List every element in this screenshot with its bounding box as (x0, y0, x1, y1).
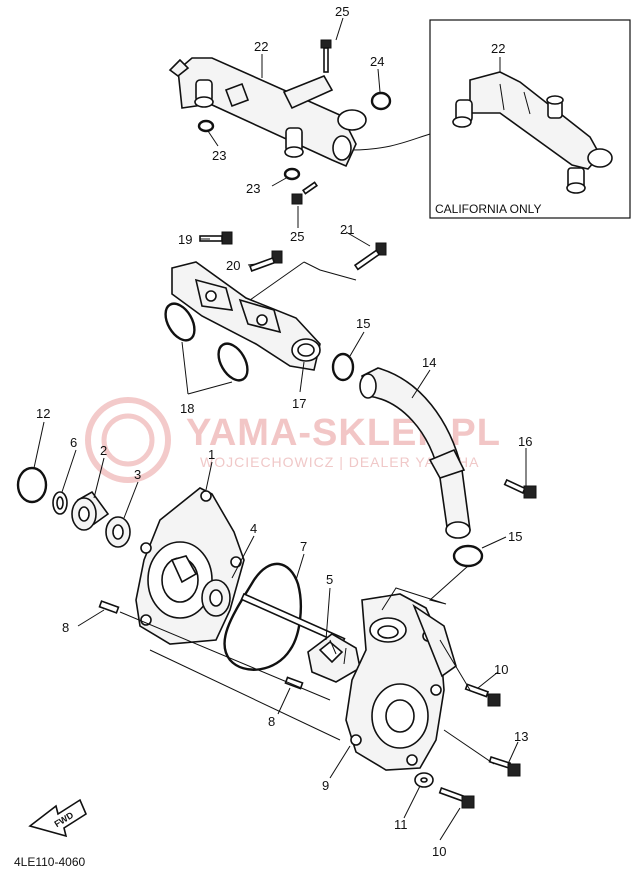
dowel-pin-8-a (98, 600, 120, 614)
callout-1: 1 (208, 447, 215, 462)
inset-pipe-part (452, 71, 613, 194)
water-hose-14 (359, 367, 471, 539)
callout-15-upper: 15 (356, 316, 370, 331)
impeller-shaft-5 (240, 592, 361, 683)
fwd-arrow-icon: FWD (28, 798, 88, 838)
callout-8-b: 8 (268, 714, 275, 729)
callout-21: 21 (340, 222, 354, 237)
water-pipe-17 (171, 261, 321, 371)
circlip-6 (52, 491, 68, 515)
bolt-21 (353, 242, 387, 271)
watermark-logo-icon (85, 397, 171, 483)
bolt-13 (488, 755, 521, 777)
dowel-pin-8-b (284, 676, 304, 690)
callout-15-lower: 15 (508, 529, 522, 544)
callout-19: 19 (178, 232, 192, 247)
o-ring-18-a (164, 302, 196, 342)
bolt-19 (199, 231, 233, 245)
callout-4: 4 (250, 521, 257, 536)
callouts: 25 22 24 23 23 25 19 20 21 15 14 18 17 1… (36, 4, 532, 859)
o-ring-23-a (197, 119, 215, 133)
callout-10-lower: 10 (432, 844, 446, 859)
o-ring-15-b (452, 544, 484, 568)
callout-9: 9 (322, 778, 329, 793)
watermark-logo-inner (101, 413, 155, 467)
o-ring-24 (370, 91, 392, 111)
callout-24: 24 (370, 54, 384, 69)
callout-8-a: 8 (62, 620, 69, 635)
housing-cover-1 (135, 487, 245, 645)
pump-housing-9 (345, 593, 457, 771)
callout-12: 12 (36, 406, 50, 421)
bolt-10-lower (438, 786, 475, 809)
callout-22: 22 (254, 39, 268, 54)
callout-17: 17 (292, 396, 306, 411)
callout-25-top: 25 (335, 4, 349, 19)
o-ring-12 (16, 466, 48, 504)
bearing-2 (71, 490, 110, 531)
washer-11 (414, 772, 434, 788)
inset-frame (429, 19, 631, 219)
bolt-25-top (320, 39, 332, 73)
gasket-7 (223, 562, 303, 671)
callout-3: 3 (134, 467, 141, 482)
callout-5: 5 (326, 572, 333, 587)
inset-title: CALIFORNIA ONLY (435, 202, 541, 216)
o-ring-23-b (283, 167, 301, 181)
oil-seal-3 (105, 516, 131, 548)
callout-25-bottom: 25 (290, 229, 304, 244)
bolt-20 (249, 250, 283, 272)
callout-16: 16 (518, 434, 532, 449)
bolt-16 (503, 478, 537, 499)
water-pipe-22 (168, 57, 367, 168)
callout-14: 14 (422, 355, 436, 370)
leader-lines (33, 17, 527, 841)
callout-20: 20 (226, 258, 240, 273)
inset-california-only: 22 CALIFORNIA ONLY (429, 19, 631, 219)
callout-18: 18 (180, 401, 194, 416)
callout-10-upper: 10 (494, 662, 508, 677)
callout-13: 13 (514, 729, 528, 744)
o-ring-18-b (217, 342, 249, 382)
bolt-10-upper (464, 683, 501, 707)
callout-2: 2 (100, 443, 107, 458)
callout-11: 11 (394, 817, 408, 832)
o-ring-15-a (331, 352, 355, 382)
callout-23-b: 23 (246, 181, 260, 196)
watermark-subtitle: WOJCIECHOWICZ | DEALER YAMAHA (200, 454, 479, 470)
inset-part-label: 22 (491, 41, 505, 56)
drawing-code: 4LE110-4060 (14, 855, 86, 869)
callout-7: 7 (300, 539, 307, 554)
callout-23-a: 23 (212, 148, 226, 163)
callout-6: 6 (70, 435, 77, 450)
bolt-25-bottom (291, 181, 318, 205)
